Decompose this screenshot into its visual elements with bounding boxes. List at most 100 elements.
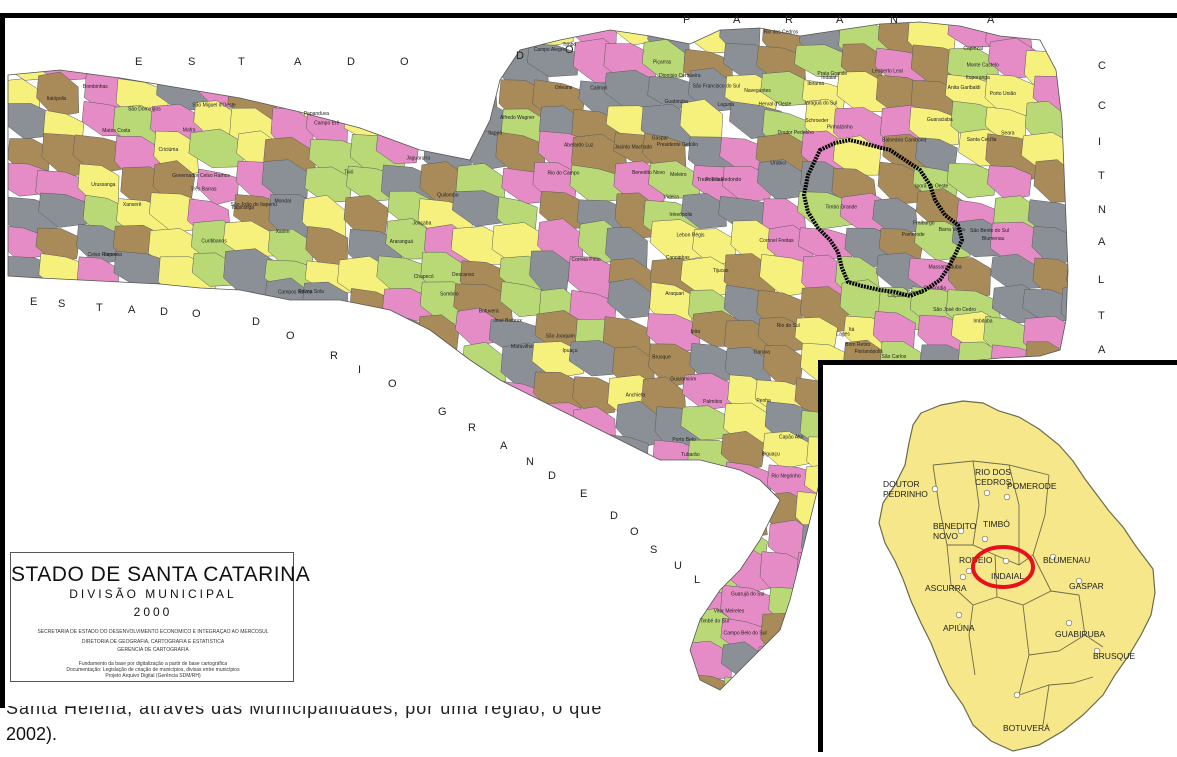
municipality-label: Meleiro bbox=[670, 172, 687, 178]
south-state-letter: N bbox=[526, 456, 534, 468]
municipality-cell bbox=[423, 579, 471, 627]
municipality-cell bbox=[457, 22, 511, 62]
atlantic-letter: C bbox=[1098, 100, 1106, 112]
municipality-label: São Miguel d'Oeste bbox=[192, 102, 236, 108]
municipality-label: Itá bbox=[849, 327, 855, 333]
municipality-label: Treze Tílias bbox=[697, 177, 723, 183]
municipality-cell bbox=[8, 402, 63, 439]
municipality-cell bbox=[756, 644, 818, 687]
south-state-letter: E bbox=[580, 488, 588, 500]
town-point bbox=[1093, 647, 1101, 655]
municipality-label: Florianópolis bbox=[854, 349, 883, 355]
municipality-cell bbox=[610, 555, 671, 593]
municipality-cell bbox=[35, 461, 94, 505]
municipality-cell bbox=[8, 279, 52, 327]
municipality-cell bbox=[8, 469, 44, 513]
municipality-cell bbox=[300, 581, 348, 620]
municipality-cell bbox=[224, 290, 276, 333]
map-title-block: STADO DE SANTA CATARINA DIVISÃO MUNICIPA… bbox=[10, 552, 310, 682]
inset-municipal-borders bbox=[932, 460, 1104, 726]
town-point bbox=[1049, 553, 1057, 561]
municipality-cell bbox=[41, 340, 99, 386]
municipality-label: Monte Castelo bbox=[967, 62, 999, 68]
town-point bbox=[1003, 493, 1011, 501]
municipality-cell bbox=[149, 373, 206, 413]
town-label-ascurra: ASCURRA bbox=[925, 583, 967, 593]
municipality-label: José Boiteux bbox=[493, 318, 522, 324]
municipality-cell bbox=[339, 581, 401, 624]
municipality-label: Campo Belo do Sul bbox=[724, 630, 767, 636]
municipality-cell bbox=[1033, 159, 1068, 203]
municipality-cell bbox=[572, 376, 617, 417]
municipality-label: Videira bbox=[664, 194, 680, 200]
municipality-label: Descanso bbox=[452, 272, 474, 278]
municipality-cell bbox=[535, 433, 589, 468]
atlantic-letter: T bbox=[1098, 310, 1105, 322]
municipality-label: Schroeder bbox=[805, 118, 828, 124]
atlantic-letter: I bbox=[1098, 136, 1102, 148]
municipality-cell bbox=[149, 22, 198, 56]
credit-line-6: Projeto Arquivo Digital (Gerência SDM/RH… bbox=[105, 673, 201, 679]
municipality-cell bbox=[118, 341, 166, 391]
municipality-label: Biguaçu bbox=[762, 452, 780, 458]
municipality-label: Jacinto Machado bbox=[614, 144, 652, 150]
municipality-cell bbox=[308, 550, 364, 597]
municipality-label: São Joaquim bbox=[546, 333, 575, 339]
town-point bbox=[1065, 619, 1073, 627]
municipality-label: Lages bbox=[836, 331, 850, 337]
municipality-label: Pinhalzinho bbox=[827, 125, 853, 131]
municipality-label: Araquari bbox=[665, 291, 684, 297]
municipality-label: Guaraciaba bbox=[927, 117, 953, 123]
municipality-cell bbox=[641, 466, 693, 511]
municipality-cell bbox=[8, 314, 50, 349]
municipality-label: Ipira bbox=[690, 329, 700, 335]
municipality-label: Bom Retiro bbox=[845, 342, 870, 348]
municipality-cell bbox=[337, 44, 386, 92]
municipality-cell bbox=[269, 43, 315, 82]
municipality-cell bbox=[576, 555, 621, 596]
municipality-cell bbox=[306, 497, 349, 536]
municipality-cell bbox=[1072, 102, 1121, 145]
north-state-letter: E bbox=[135, 56, 143, 68]
municipality-cell bbox=[267, 376, 320, 413]
municipality-cell bbox=[40, 318, 100, 364]
municipality-cell bbox=[454, 405, 512, 439]
municipality-cell bbox=[310, 461, 359, 500]
municipality-cell bbox=[232, 464, 286, 514]
municipality-cell bbox=[1032, 22, 1068, 50]
municipality-label: Campo Alegre bbox=[534, 47, 566, 53]
town-label-blumenau: BLUMENAU bbox=[1043, 555, 1090, 565]
municipality-label: Itapema bbox=[104, 252, 122, 258]
south-state-letter: D bbox=[252, 316, 260, 328]
municipality-label: Maravilha bbox=[511, 344, 533, 350]
municipality-label: Balneário Camboriú bbox=[882, 137, 926, 143]
municipality-label: Vitor Meireles bbox=[714, 608, 745, 614]
study-area-outline bbox=[801, 137, 965, 299]
municipality-label: Santa Cecília bbox=[967, 137, 997, 143]
municipality-label: São João do Itaperiú bbox=[231, 202, 277, 208]
credit-line-4: Fundamento da base por digitalização a p… bbox=[78, 661, 228, 667]
municipality-cell bbox=[604, 645, 654, 685]
municipality-cell bbox=[615, 616, 660, 657]
municipality-cell bbox=[375, 435, 418, 485]
town-label-indaial: INDAIAL bbox=[991, 571, 1024, 581]
south-state-letter: R bbox=[330, 350, 338, 362]
municipality-cell bbox=[491, 556, 545, 595]
municipality-label: Garuva bbox=[753, 350, 770, 356]
municipality-label: Blumenau bbox=[982, 236, 1005, 242]
municipality-label: Rio Negrinho bbox=[771, 473, 800, 479]
map-subtitle: DIVISÃO MUNICIPAL bbox=[69, 587, 237, 601]
municipality-cell bbox=[457, 494, 507, 547]
municipality-cell bbox=[416, 22, 458, 57]
municipality-label: Papanduva bbox=[304, 111, 330, 117]
municipality-cell bbox=[301, 349, 355, 389]
municipality-cell bbox=[268, 494, 324, 541]
municipality-cell bbox=[387, 492, 444, 525]
atlantic-letter: C bbox=[1098, 60, 1106, 72]
municipality-label: Piçarras bbox=[653, 59, 672, 65]
municipality-label: São José do Cedro bbox=[933, 307, 976, 313]
municipality-label: Coronel Freitas bbox=[759, 238, 794, 244]
